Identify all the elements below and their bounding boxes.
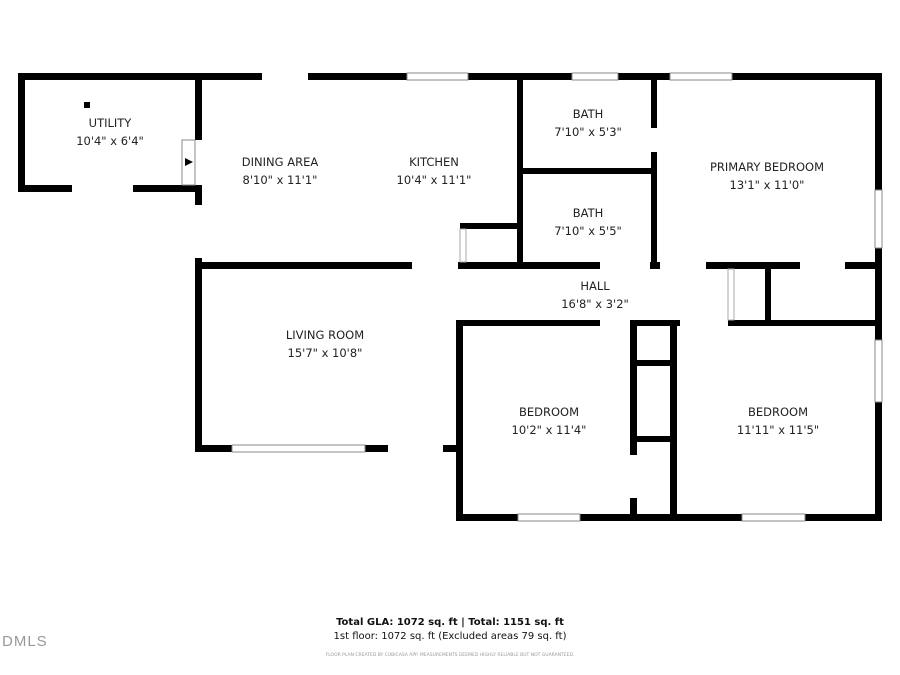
doors — [84, 102, 735, 321]
room-primary-bedroom: PRIMARY BEDROOM 13'1" x 11'0" — [710, 158, 824, 194]
disclaimer: FLOOR PLAN CREATED BY CUBICASA APP. MEAS… — [325, 653, 575, 658]
room-name: BATH — [572, 206, 604, 220]
room-bedroom-1: BEDROOM 10'2" x 11'4" — [512, 403, 587, 439]
room-living-room: LIVING ROOM 15'7" x 10'8" — [286, 326, 364, 362]
room-size: 13'1" x 11'0" — [729, 178, 805, 192]
room-bath-2: BATH 7'10" x 5'5" — [554, 204, 622, 240]
floor-area: 1st floor: 1072 sq. ft (Excluded areas 7… — [333, 631, 567, 642]
room-name: BATH — [572, 107, 604, 121]
room-name: PRIMARY BEDROOM — [709, 160, 825, 174]
room-name: BEDROOM — [518, 405, 580, 419]
room-size: 10'2" x 11'4" — [511, 423, 587, 437]
room-name: BEDROOM — [747, 405, 809, 419]
total-area: Total GLA: 1072 sq. ft | Total: 1151 sq.… — [336, 617, 564, 628]
room-name: KITCHEN — [409, 155, 459, 169]
room-bedroom-2: BEDROOM 11'11" x 11'5" — [737, 403, 819, 439]
room-hall: HALL 16'8" x 3'2" — [561, 277, 629, 313]
room-size: 10'4" x 11'1" — [396, 173, 472, 187]
room-size: 11'11" x 11'5" — [736, 423, 820, 437]
room-name: DINING AREA — [241, 155, 319, 169]
room-size: 16'8" x 3'2" — [561, 297, 629, 311]
room-dining-area: DINING AREA 8'10" x 11'1" — [242, 153, 318, 189]
room-size: 15'7" x 10'8" — [287, 346, 363, 360]
room-utility: UTILITY 10'4" x 6'4" — [76, 114, 144, 150]
room-size: 7'10" x 5'5" — [554, 224, 622, 238]
room-size: 7'10" x 5'3" — [554, 125, 622, 139]
room-name: UTILITY — [88, 116, 132, 130]
room-bath-1: BATH 7'10" x 5'3" — [554, 105, 622, 141]
room-kitchen: KITCHEN 10'4" x 11'1" — [397, 153, 472, 189]
room-name: HALL — [580, 279, 610, 293]
room-size: 10'4" x 6'4" — [76, 134, 144, 148]
walls — [18, 73, 882, 521]
room-size: 8'10" x 11'1" — [242, 173, 318, 187]
room-name: LIVING ROOM — [285, 328, 365, 342]
windows — [231, 72, 883, 522]
watermark-logo: DMLS — [2, 633, 48, 650]
